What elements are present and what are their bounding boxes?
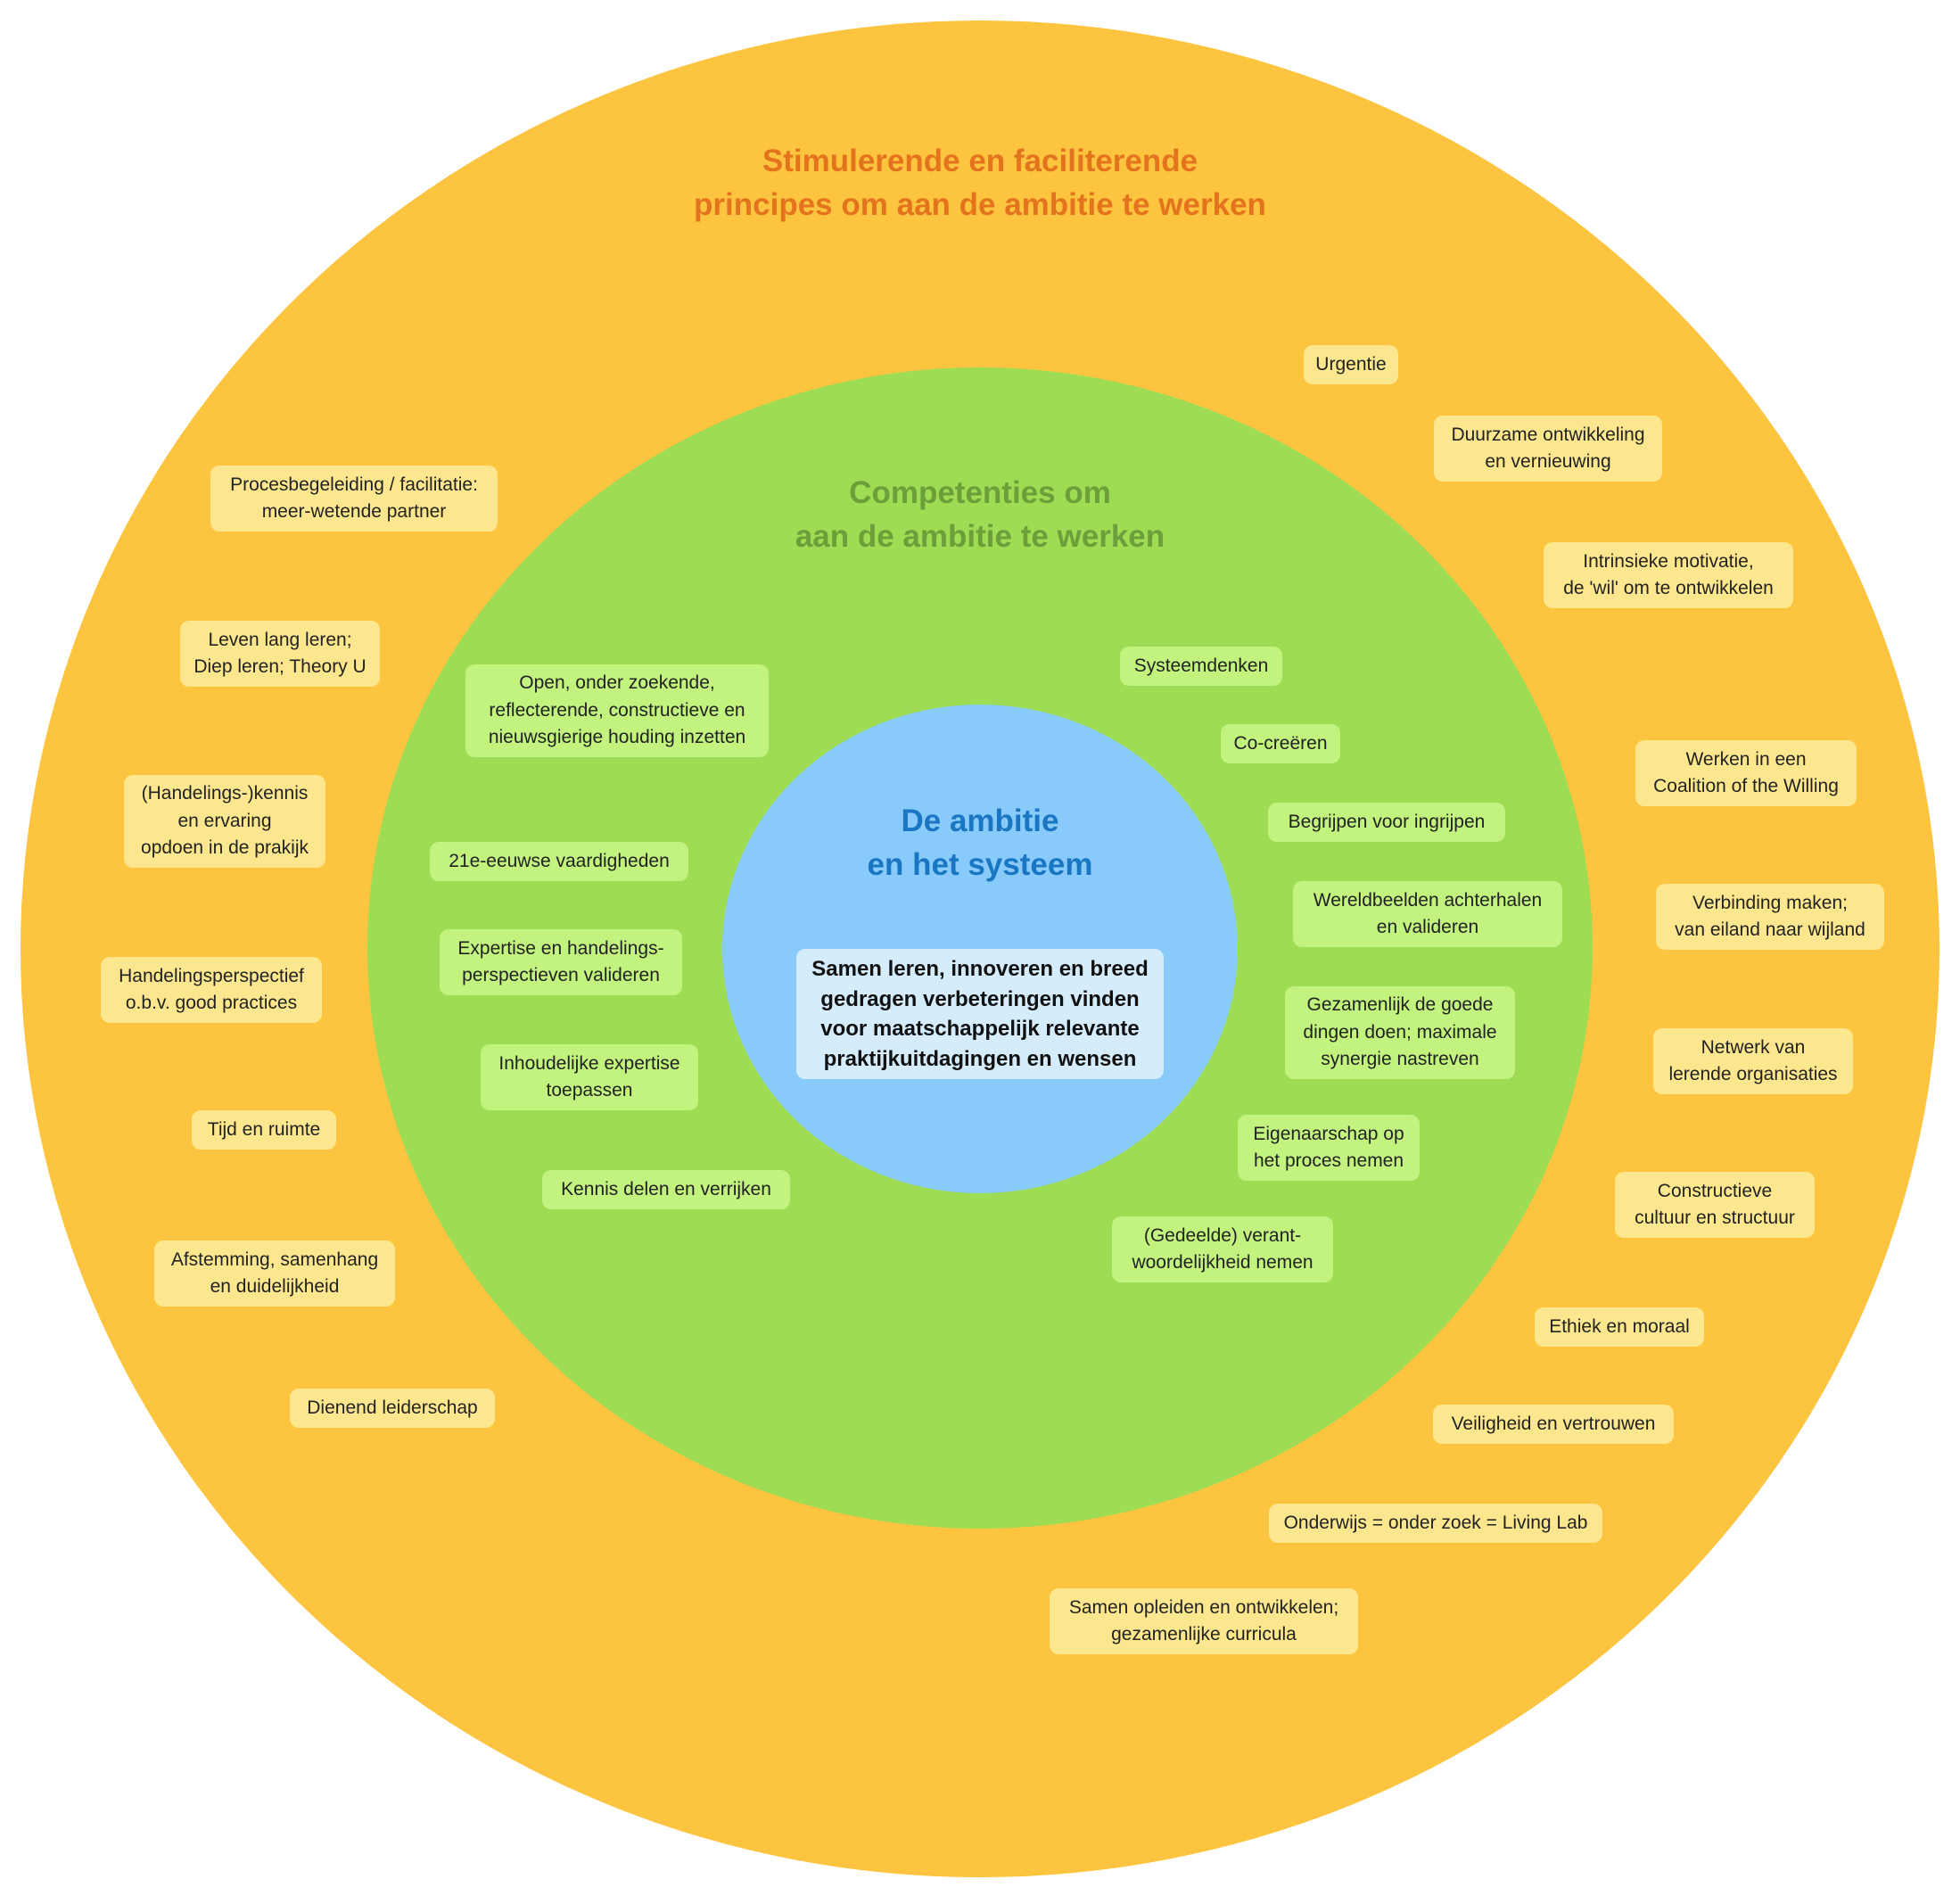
- principle-box: Constructieve cultuur en structuur: [1615, 1172, 1815, 1238]
- outer-ring-title: Stimulerende en faciliterende principes …: [694, 144, 1266, 222]
- principle-box: Netwerk van lerende organisaties: [1653, 1028, 1853, 1094]
- principle-box: Werken in een Coalition of the Willing: [1635, 740, 1857, 806]
- principle-box: (Handelings-)kennis en ervaring opdoen i…: [124, 775, 325, 868]
- competence-box: Eigenaarschap op het proces nemen: [1238, 1115, 1420, 1181]
- principle-box: Afstemming, samenhang en duidelijkheid: [154, 1241, 395, 1307]
- principle-box: Leven lang leren; Diep leren; Theory U: [180, 621, 380, 687]
- principle-box: Urgentie: [1304, 345, 1398, 384]
- middle-ring-title: Competenties om aan de ambitie te werken: [795, 475, 1165, 554]
- principle-box: Dienend leiderschap: [290, 1389, 495, 1428]
- ambition-statement: Samen leren, innoveren en breed gedragen…: [796, 949, 1164, 1080]
- competence-box: Open, onder zoekende, reflecterende, con…: [465, 664, 769, 757]
- inner-circle-title: De ambitie en het systeem: [867, 804, 1093, 882]
- competence-box: Inhoudelijke expertise toepassen: [481, 1044, 698, 1110]
- principle-box: Tijd en ruimte: [192, 1110, 336, 1150]
- competence-box: 21e-eeuwse vaardigheden: [430, 842, 688, 881]
- competence-box: Begrijpen voor ingrijpen: [1268, 803, 1505, 842]
- competence-box: Wereldbeelden achterhalen en valideren: [1293, 881, 1562, 947]
- principle-box: Verbinding maken; van eiland naar wijlan…: [1656, 884, 1884, 950]
- principle-box: Ethiek en moraal: [1535, 1307, 1704, 1347]
- competence-box: Expertise en handelings- perspectieven v…: [440, 929, 682, 995]
- competence-box: (Gedeelde) verant- woordelijkheid nemen: [1112, 1216, 1333, 1282]
- competence-box: Kennis delen en verrijken: [542, 1170, 790, 1209]
- principle-box: Handelingsperspectief o.b.v. good practi…: [101, 957, 322, 1023]
- principle-box: Intrinsieke motivatie, de 'wil' om te on…: [1544, 542, 1793, 608]
- principle-box: Procesbegeleiding / facilitatie: meer-we…: [210, 466, 498, 532]
- competence-box: Systeemdenken: [1120, 647, 1282, 686]
- principle-box: Onderwijs = onder zoek = Living Lab: [1269, 1504, 1602, 1543]
- principle-box: Veiligheid en vertrouwen: [1433, 1405, 1674, 1444]
- competence-box: Co-creëren: [1221, 724, 1340, 763]
- competence-box: Gezamenlijk de goede dingen doen; maxima…: [1285, 986, 1515, 1079]
- principle-box: Duurzame ontwikkeling en vernieuwing: [1434, 416, 1662, 482]
- principle-box: Samen opleiden en ontwikkelen; gezamenli…: [1050, 1588, 1358, 1654]
